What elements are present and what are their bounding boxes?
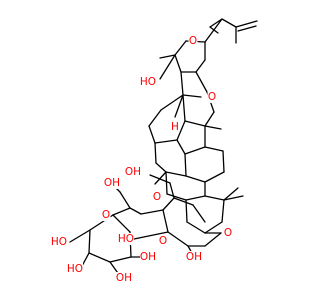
atom-label-ho-sugar-1: HO (118, 233, 134, 245)
atom-label-oh-ch2-upper: OH (125, 166, 141, 178)
atom-label-background (170, 121, 180, 133)
atom-label-background (152, 191, 162, 203)
bond-36 (154, 142, 157, 164)
bond-17 (174, 94, 184, 118)
bond-42 (185, 195, 206, 201)
bond-16 (182, 94, 202, 98)
bond-30 (204, 125, 222, 130)
bond-38 (165, 171, 187, 177)
bond-56 (162, 197, 175, 211)
atom-label-background (140, 251, 156, 263)
atom-label-background (125, 166, 141, 178)
bond-55 (162, 209, 169, 233)
atom-label-o-pyran-top: O (189, 35, 197, 47)
bond-58 (192, 204, 206, 223)
bond-72 (119, 191, 131, 209)
bond-67 (88, 229, 91, 254)
double-bond-second-line (237, 25, 257, 32)
atom-label-background (51, 236, 67, 248)
bond-68 (88, 252, 111, 263)
bond-28 (184, 146, 206, 155)
bond-1 (235, 20, 258, 28)
bond-52 (204, 232, 222, 247)
bond-57 (173, 197, 194, 206)
atom-label-background (186, 251, 202, 263)
bond-50 (223, 187, 239, 201)
bond-24 (148, 125, 156, 144)
bond-5 (204, 18, 223, 43)
atom-label-oh-sugar-2b: OH (116, 272, 132, 284)
atom-label-background (67, 263, 83, 275)
bond-46 (204, 221, 223, 234)
bond-71 (112, 214, 131, 233)
atom-label-o-sugar-ring-1: O (153, 191, 161, 203)
bond-19 (204, 111, 215, 127)
atom-label-h-bridgehead: H (171, 121, 179, 133)
atom-label-background (118, 233, 134, 245)
bond-61 (149, 174, 171, 184)
bond-48 (204, 195, 225, 201)
bond-34 (222, 150, 225, 173)
bond-49 (223, 195, 244, 201)
bond-7 (174, 40, 187, 56)
atom-label-o-sugar-ring-2: O (102, 209, 110, 221)
atom-label-background (101, 209, 111, 221)
bond-60 (169, 182, 175, 199)
bond-12 (159, 54, 176, 59)
bond-21 (182, 94, 186, 122)
bond-74 (69, 229, 91, 243)
bond-64 (129, 207, 142, 215)
bond-13 (159, 54, 176, 80)
bond-41 (166, 193, 187, 201)
bond-25 (148, 109, 162, 127)
bond-0 (221, 18, 237, 28)
bond-26 (160, 94, 184, 111)
atom-label-oh-ch2-lower: OH (104, 177, 120, 189)
atom-label-background (116, 272, 132, 284)
bond-44 (185, 199, 188, 223)
bond-69 (109, 256, 132, 263)
atom-label-ho-sugar-2a: HO (51, 236, 67, 248)
bond-32 (185, 175, 206, 183)
bond-23 (154, 139, 178, 144)
bond-45 (186, 221, 206, 234)
atom-label-background (188, 35, 198, 47)
bond-54 (167, 231, 189, 247)
atom-label-o-bridge: O (208, 91, 216, 103)
bond-33 (204, 171, 225, 183)
atom-label-background (140, 76, 156, 88)
bond-15 (180, 71, 184, 96)
atom-label-o-glycoside: O (224, 227, 232, 239)
bond-31 (184, 153, 187, 177)
bond-35 (204, 146, 224, 152)
bond-3 (209, 18, 223, 28)
atom-label-background (104, 177, 120, 189)
bond-75 (81, 252, 90, 267)
atom-label-background (158, 235, 168, 247)
bond-22 (176, 120, 186, 141)
atom-label-oh-side: HO (140, 76, 156, 88)
bond-29 (176, 139, 186, 155)
bond-8 (174, 54, 182, 73)
bond-39 (154, 171, 167, 185)
atom-label-o-sugar-link: O (159, 235, 167, 247)
bond-10 (195, 59, 206, 73)
atom-label-background (223, 227, 233, 239)
atom-label-oh-sugar-2a: OH (140, 251, 156, 263)
bond-layer (69, 18, 258, 277)
bond-14 (195, 71, 208, 93)
bond-65 (112, 207, 131, 216)
bond-63 (140, 209, 164, 215)
atom-label-oh-sugar-1: OH (186, 251, 202, 263)
bond-20 (184, 120, 206, 127)
bond-59 (133, 231, 169, 240)
atom-label-background (207, 91, 217, 103)
bond-47 (221, 199, 225, 223)
atom-label-ho-sugar-2b: HO (67, 263, 83, 275)
bond-37 (155, 162, 167, 173)
bond-40 (165, 171, 168, 195)
